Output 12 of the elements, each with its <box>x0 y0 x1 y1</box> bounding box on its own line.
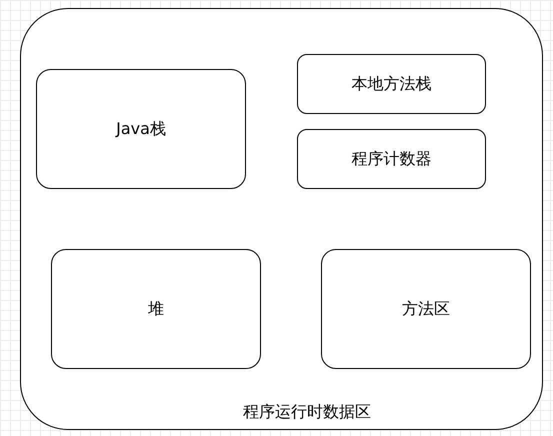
process-box <box>36 69 246 189</box>
box-label: 程序计数器 <box>352 148 432 170</box>
box-label: Java栈 <box>116 118 166 140</box>
box-label: 本地方法栈 <box>352 74 432 94</box>
process-box <box>297 129 486 189</box>
box-label: 方法区 <box>402 298 450 320</box>
container-box <box>20 8 543 430</box>
process-box <box>297 54 486 114</box>
process-box <box>321 249 531 369</box>
box-label: 堆 <box>148 298 164 320</box>
container-title: 程序运行时数据区 <box>243 402 371 423</box>
process-box <box>51 249 261 369</box>
